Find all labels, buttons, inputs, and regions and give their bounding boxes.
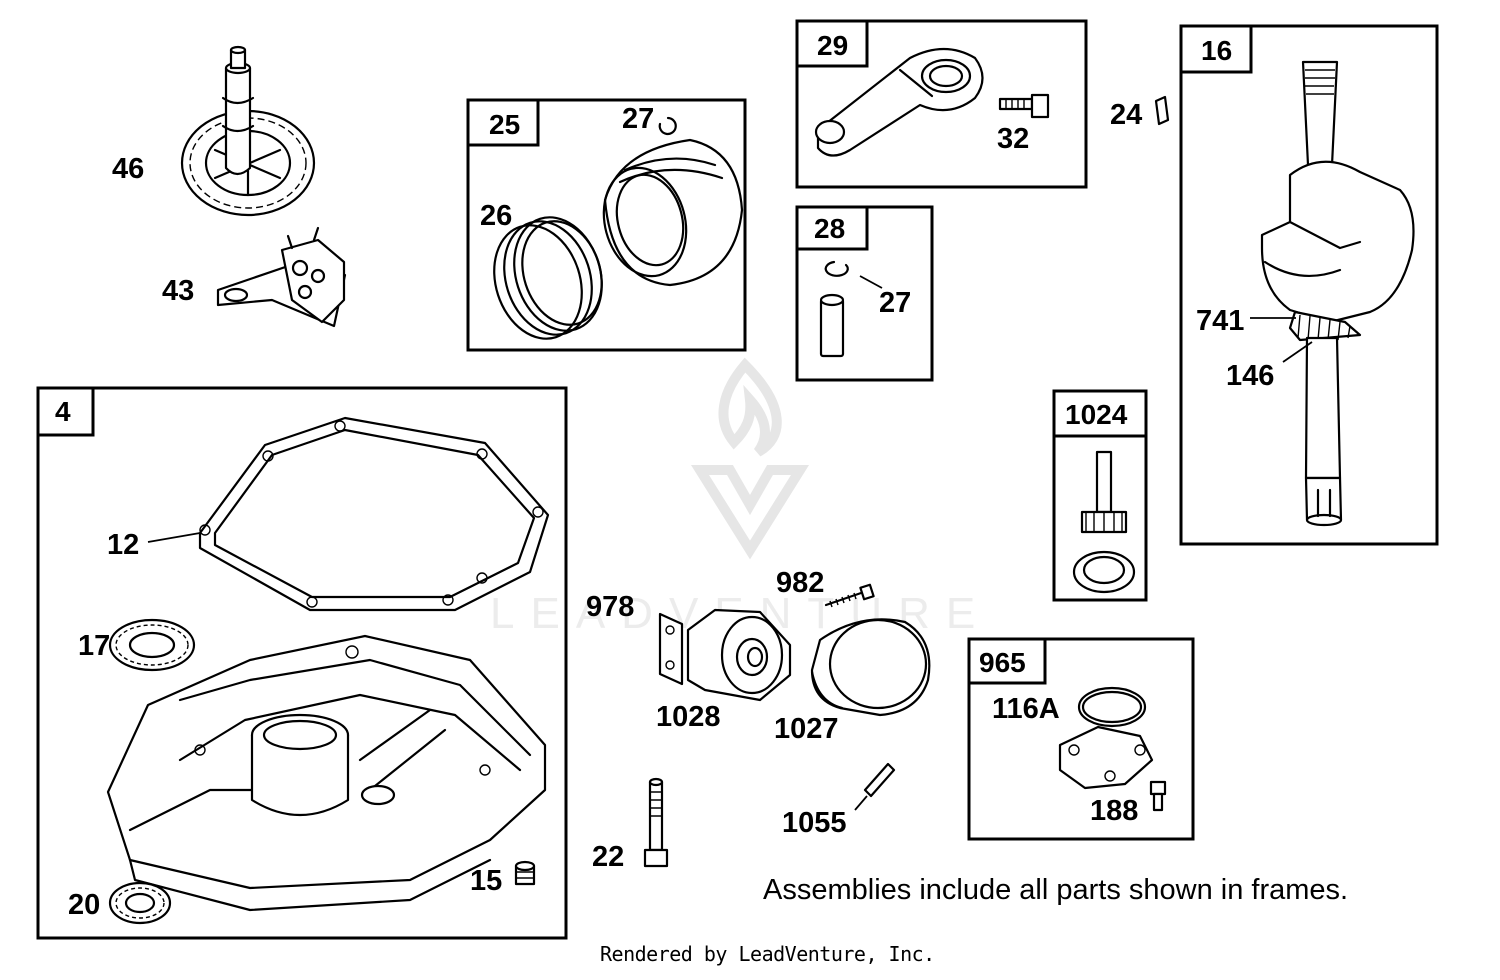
frame-29-tab bbox=[795, 19, 869, 68]
label-741: 741 bbox=[1196, 305, 1244, 337]
label-978: 978 bbox=[586, 591, 634, 623]
label-982: 982 bbox=[776, 567, 824, 599]
frame-4-tab bbox=[36, 386, 95, 437]
clip-27-top bbox=[658, 116, 677, 136]
frame-4 bbox=[36, 386, 568, 940]
label-12: 12 bbox=[107, 529, 139, 561]
frame-25-number: 25 bbox=[489, 109, 520, 140]
label-24: 24 bbox=[1110, 99, 1142, 131]
frame-25 bbox=[466, 98, 747, 352]
gasket-12 bbox=[198, 416, 550, 612]
frame-28-number: 28 bbox=[814, 213, 845, 244]
label-1055: 1055 bbox=[782, 807, 847, 839]
label-188: 188 bbox=[1090, 795, 1138, 827]
piston-pin-28 bbox=[819, 293, 845, 358]
seal-17 bbox=[108, 618, 196, 672]
frame-965-number: 965 bbox=[979, 647, 1026, 678]
gasket-978 bbox=[658, 612, 684, 686]
frame-965 bbox=[967, 637, 1195, 841]
oil-pump-1024 bbox=[1072, 450, 1136, 594]
cover-plate bbox=[1058, 725, 1154, 790]
label-116a: 116A bbox=[992, 693, 1060, 725]
frame-1024-number: 1024 bbox=[1065, 399, 1128, 430]
label-32: 32 bbox=[997, 123, 1029, 155]
seal-20 bbox=[108, 881, 172, 925]
cam-gear-46 bbox=[180, 45, 316, 217]
connecting-rod-29 bbox=[814, 48, 984, 157]
label-46: 46 bbox=[112, 153, 144, 185]
bolt-32 bbox=[998, 93, 1050, 119]
frame-29-number: 29 bbox=[817, 30, 848, 61]
governor-bracket-43 bbox=[216, 226, 347, 328]
screw-982 bbox=[824, 583, 875, 608]
plug-15 bbox=[514, 860, 536, 886]
crankshaft-16 bbox=[1260, 60, 1415, 527]
assembly-note: Assemblies include all parts shown in fr… bbox=[763, 874, 1349, 906]
label-43: 43 bbox=[162, 275, 194, 307]
label-146: 146 bbox=[1226, 360, 1274, 392]
frame-16-number: 16 bbox=[1201, 35, 1232, 66]
label-26: 26 bbox=[480, 200, 512, 232]
bolt-22 bbox=[643, 777, 669, 868]
label-1028: 1028 bbox=[656, 701, 721, 733]
label-27-top: 27 bbox=[622, 103, 654, 135]
screw-188 bbox=[1149, 780, 1167, 812]
frame-25-tab bbox=[466, 98, 540, 147]
frame-28-tab bbox=[795, 205, 869, 251]
piston-rings-26 bbox=[493, 216, 603, 340]
frame-16 bbox=[1179, 24, 1439, 546]
label-27-frame28: 27 bbox=[879, 287, 911, 319]
sump-base bbox=[106, 634, 547, 912]
label-17: 17 bbox=[78, 630, 110, 662]
oil-filter-adapter-1028 bbox=[686, 608, 792, 702]
render-credit: Rendered by LeadVenture, Inc. bbox=[600, 942, 935, 966]
label-20: 20 bbox=[68, 889, 100, 921]
key-24 bbox=[1154, 95, 1170, 126]
oil-filter-1027 bbox=[810, 618, 931, 717]
label-22: 22 bbox=[592, 841, 624, 873]
frame-29 bbox=[795, 19, 1088, 189]
label-1027: 1027 bbox=[774, 713, 839, 745]
frame-1024-tab bbox=[1052, 389, 1148, 438]
label-15: 15 bbox=[470, 865, 502, 897]
o-ring-116a bbox=[1077, 686, 1147, 728]
frame-4-number: 4 bbox=[55, 396, 71, 427]
piston-25 bbox=[602, 138, 744, 287]
frame-16-tab bbox=[1179, 24, 1253, 74]
clip-27-frame28 bbox=[824, 260, 849, 277]
pin-1055 bbox=[863, 762, 896, 798]
frame-965-tab bbox=[967, 637, 1047, 685]
